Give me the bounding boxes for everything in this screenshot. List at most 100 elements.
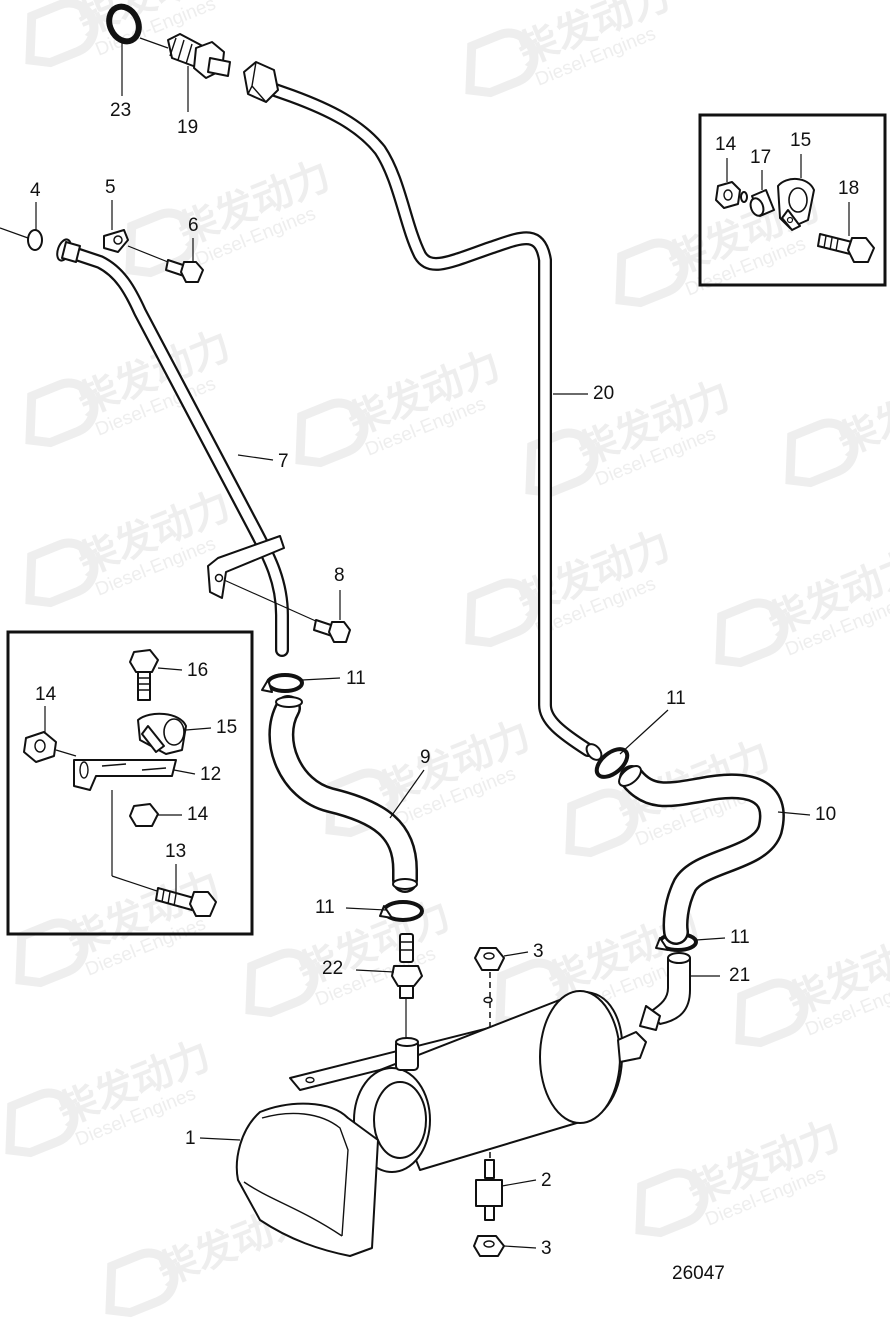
callout-9: 9 (420, 747, 431, 768)
callout-20: 20 (593, 383, 614, 404)
hose-clamp-11-middle (379, 900, 424, 922)
inset-callout-13: 13 (165, 841, 186, 862)
callout-11c: 11 (666, 688, 686, 709)
watermark-logo-icon (295, 398, 369, 468)
inset-nut-14 (715, 181, 748, 209)
inset-bracket-12 (73, 759, 177, 791)
inset-frame (698, 113, 887, 287)
pipe-20-nut (243, 61, 279, 103)
inset-callout-18: 18 (838, 178, 859, 199)
watermark: 柴发动力 Diesel-Engines (715, 543, 890, 668)
watermark-logo-icon (125, 208, 199, 278)
rubber-mount-2 (475, 1159, 503, 1221)
inset-callout-14: 14 (715, 134, 737, 155)
watermark: 柴发动力 Diesel-Engines (5, 1033, 217, 1158)
inset-clamp-15 (777, 178, 815, 231)
watermark: 柴发动力 Diesel-Engines (635, 1113, 847, 1238)
callouts: 23 19 4 5 6 7 8 11 9 11 22 3 11 20 10 11… (30, 42, 836, 1284)
inset-sleeve-17 (749, 189, 775, 217)
callout-6: 6 (188, 215, 199, 236)
watermark-logo-icon (525, 428, 599, 498)
inset-frame (6, 630, 254, 936)
callout-8: 8 (334, 565, 345, 586)
inset-clamp-15 (137, 712, 187, 755)
watermark: 柴发动力 Diesel-Engines (465, 0, 677, 98)
drawing-number: 26047 (672, 1263, 725, 1284)
watermark-logo-icon (635, 1168, 709, 1238)
callout-5: 5 (105, 177, 116, 198)
callout-23: 23 (110, 100, 131, 121)
pipe-20 (243, 61, 603, 761)
watermark-logo-icon (25, 538, 99, 608)
watermark: 柴发动力 Diesel-Engines (25, 483, 237, 608)
hose-clamp-11-upper-left (261, 673, 304, 693)
callout-22: 22 (322, 958, 343, 979)
inset-callout-15: 15 (790, 130, 811, 151)
watermark-logo-icon (785, 418, 859, 488)
clamp-5 (103, 229, 129, 253)
inset-callout-15: 15 (216, 717, 237, 738)
watermark-logo-icon (25, 0, 99, 68)
watermark: 柴发动力 Diesel-Engines (465, 523, 677, 648)
callout-11b: 11 (315, 897, 335, 918)
screw-6 (127, 245, 204, 283)
callout-3a: 3 (533, 941, 544, 962)
inset-callout-16: 16 (187, 660, 208, 681)
pipe-7 (56, 238, 289, 657)
callout-11d: 11 (730, 927, 750, 948)
watermark-logo-icon (245, 948, 319, 1018)
callout-2: 2 (541, 1170, 552, 1191)
watermark-logo-icon (5, 1088, 79, 1158)
watermark-logo-icon (105, 1248, 179, 1318)
inset-callout-12: 12 (200, 764, 221, 785)
elbow-21 (639, 952, 691, 1031)
callout-1: 1 (185, 1128, 196, 1149)
watermark: 柴发动力 Diesel-Engines (735, 923, 890, 1048)
leader-23-19 (139, 37, 169, 49)
watermark-logo-icon (715, 598, 789, 668)
hose-clamp-11-upper-right (594, 747, 630, 779)
inset-left: 16 14 15 12 14 13 (6, 630, 254, 936)
screw-8 (223, 579, 351, 643)
inset-callout-14b: 14 (187, 804, 209, 825)
inset-top-right: 14 17 15 18 (698, 113, 887, 287)
watermark: 柴发动力 (785, 363, 890, 488)
hose-9 (268, 695, 418, 893)
sealing-ring-23 (106, 3, 142, 45)
o-ring-4 (0, 227, 43, 251)
fitting-19 (167, 33, 231, 79)
inset-nut-14-upper (23, 731, 77, 763)
watermark-logo-icon (465, 28, 539, 98)
watermark-logo-icon (465, 578, 539, 648)
watermark-logo-icon (565, 788, 639, 858)
inset-callout-14a: 14 (35, 684, 57, 705)
inset-callout-17: 17 (750, 147, 771, 168)
callout-19: 19 (177, 117, 198, 138)
callout-21: 21 (729, 965, 750, 986)
inset-screw-18 (817, 233, 875, 263)
inset-screw-13 (111, 790, 217, 917)
unit-1 (235, 990, 647, 1257)
watermark-logo-icon (25, 378, 99, 448)
pipe-7-end (56, 238, 81, 263)
nipple-22 (391, 933, 423, 1042)
callout-10: 10 (815, 804, 836, 825)
callout-4: 4 (30, 180, 41, 201)
watermark-logo-icon (735, 978, 809, 1048)
callout-3b: 3 (541, 1238, 552, 1259)
nut-3-lower (473, 1235, 505, 1257)
watermark-logo-icon (15, 918, 89, 988)
watermark-logo-icon (615, 238, 689, 308)
watermark: 柴发动力 Diesel-Engines (245, 893, 457, 1018)
inset-screw-16 (129, 649, 159, 701)
inset-nut-14-lower (129, 803, 159, 827)
pipe-7-bracket (207, 535, 285, 599)
hose-10 (618, 765, 785, 945)
watermark: 柴发动力 Diesel-Engines (125, 153, 337, 278)
callout-7: 7 (278, 451, 289, 472)
watermark: 柴发动力 Diesel-Engines (325, 713, 537, 838)
watermark: 柴发动力 Diesel-Engines (295, 343, 507, 468)
watermark-cn: 柴发动力 (832, 363, 890, 464)
